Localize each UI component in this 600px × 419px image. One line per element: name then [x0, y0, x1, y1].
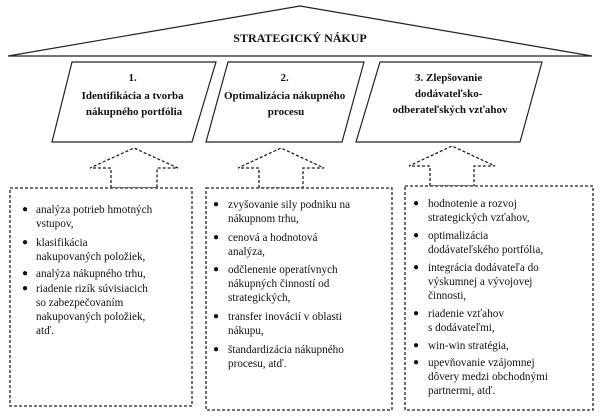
column-2-title-line: 2.: [281, 72, 290, 84]
bullet-icon: ●: [22, 268, 28, 279]
column-2-list-box: [205, 187, 393, 411]
bullet-icon: ●: [413, 262, 419, 273]
bullet-icon: ●: [413, 340, 419, 351]
column-1: 1. Identifikácia a tvorba nákupného port…: [9, 61, 217, 407]
bullet-icon: ●: [413, 357, 419, 368]
bullet-icon: ●: [413, 308, 419, 319]
list-item: riadenie rizík súvisiacich so zabezpečov…: [36, 283, 151, 337]
column-3-title-line: odberateľských vzťahov: [392, 104, 508, 116]
column-2-title-line: Optimalizácia nákupného: [224, 90, 346, 102]
bullet-icon: ●: [413, 230, 419, 241]
list-item: štandardizácia nákupného procesu, atď.: [228, 344, 347, 370]
list-item: optimalizácia dodávateľského portfólia,: [428, 230, 543, 256]
diagram-title: STRATEGICKÝ NÁKUP: [233, 31, 366, 45]
column-1-list-box: [9, 187, 193, 407]
column-3-items: ● hodnotenie a rozvoj strategických vzťa…: [413, 198, 551, 397]
column-2-items: ● zvyšovanie sily podniku na nákupnom tr…: [213, 199, 353, 370]
list-item: klasifikácia nakupovaných položiek,: [36, 237, 146, 263]
column-1-title-line: 1.: [129, 72, 138, 84]
column-1-title-line: Identifikácia a tvorba: [82, 90, 185, 102]
column-1-title-line: nákupného portfólia: [86, 106, 183, 118]
column-2-title: 2. Optimalizácia nákupného procesu: [224, 72, 348, 118]
column-1-header-shape: [51, 61, 217, 143]
column-3: 3. Zlepšovanie dodávateľsko- odberateľsk…: [355, 61, 594, 411]
list-item: integrácia dodávateľa do výskumnej a výv…: [428, 262, 542, 302]
column-1-arrow: [89, 147, 179, 189]
list-item: hodnotenie a rozvoj strategických vzťaho…: [428, 198, 530, 224]
column-3-title-line: 3. Zlepšovanie: [415, 72, 482, 84]
list-item: analýza potrieb hmotných vstupov,: [36, 204, 155, 230]
column-2: 2. Optimalizácia nákupného procesu ● zvy…: [205, 61, 393, 411]
list-item: analýza nákupného trhu,: [36, 268, 146, 280]
column-2-arrow: [237, 147, 325, 189]
bullet-icon: ●: [22, 237, 28, 248]
column-2-header-shape: [205, 61, 365, 143]
column-3-header-shape: [355, 61, 543, 143]
list-item: zvyšovanie sily podniku na nákupnom trhu…: [228, 199, 353, 225]
column-3-list-box: [404, 185, 594, 411]
bullet-icon: ●: [213, 311, 219, 322]
bullet-icon: ●: [213, 264, 219, 275]
column-3-title: 3. Zlepšovanie dodávateľsko- odberateľsk…: [392, 72, 508, 116]
column-3-title-line: dodávateľsko-: [415, 88, 483, 100]
list-item: upevňovanie vzájomnej dôvery medzi obcho…: [428, 357, 551, 397]
list-item: odčlenenie operatívnych nákupných činnos…: [228, 264, 340, 304]
column-1-items: ● analýza potrieb hmotných vstupov, ● kl…: [22, 204, 155, 337]
bullet-icon: ●: [213, 344, 219, 355]
list-item: transfer inovácií v oblasti nákupu,: [228, 311, 345, 337]
list-item: win-win stratégia,: [428, 340, 509, 352]
bullet-icon: ●: [22, 204, 28, 215]
bullet-icon: ●: [413, 198, 419, 209]
list-item: riadenie vzťahov s dodávateľmi,: [428, 308, 507, 334]
bullet-icon: ●: [22, 283, 28, 294]
column-2-title-line: procesu: [268, 106, 304, 118]
list-item: cenová a hodnotová analýza,: [228, 232, 320, 258]
column-3-arrow: [408, 145, 496, 187]
column-1-title: 1. Identifikácia a tvorba nákupného port…: [82, 72, 187, 118]
bullet-icon: ●: [213, 199, 219, 210]
bullet-icon: ●: [213, 232, 219, 243]
roof-shape: [7, 5, 593, 57]
